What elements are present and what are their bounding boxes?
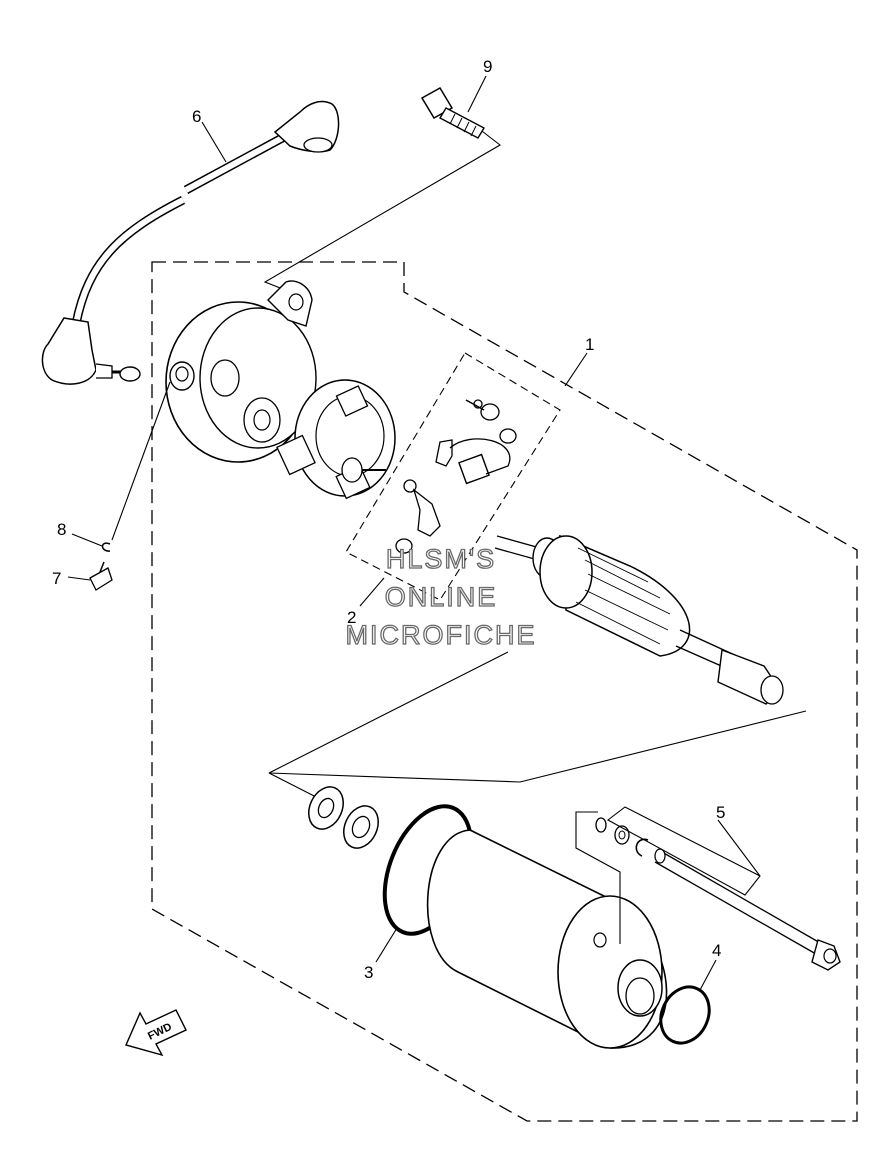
leader-armature [268, 651, 807, 783]
watermark-line-2: ONLINE [385, 582, 498, 612]
leader-2 [359, 577, 385, 607]
fwd-arrow: FWD [125, 1009, 187, 1057]
circlip-8 [101, 542, 111, 552]
callout-8: 8 [57, 520, 66, 539]
callout-2: 2 [347, 608, 356, 627]
callout-7: 7 [52, 569, 61, 588]
leader-8 [71, 533, 103, 547]
callout-4: 4 [712, 941, 721, 960]
callout-5: 5 [716, 803, 725, 822]
leader-8-housing [111, 381, 171, 541]
brush-holder [276, 379, 396, 500]
callout-1: 1 [585, 335, 594, 354]
starter-cable [41, 100, 340, 385]
armature [494, 534, 784, 705]
leader-line-9 [263, 127, 501, 296]
callout-6: 6 [192, 107, 201, 126]
screw-7 [89, 561, 113, 591]
watermark-line-3: MICROFICHE [346, 620, 537, 650]
leader-3 [375, 927, 398, 963]
long-bolt-5 [595, 817, 841, 971]
watermark-line-1: HLSM'S [386, 544, 496, 574]
yoke [426, 829, 668, 1049]
leader-5 [606, 806, 761, 896]
watermark: HLSM'S ONLINE MICROFICHE [345, 543, 537, 650]
brush-set [395, 399, 517, 554]
callout-9: 9 [483, 57, 492, 76]
washers [308, 786, 379, 849]
leader-6 [201, 121, 227, 163]
o-ring-4 [659, 985, 711, 1045]
front-cover [165, 280, 317, 463]
bolt-9 [420, 86, 485, 139]
leader-7 [67, 576, 91, 581]
leader-5b [575, 811, 621, 944]
assembly-boundary [151, 261, 858, 1122]
leader-4 [699, 959, 717, 991]
leader-1 [564, 352, 588, 387]
callout-3: 3 [364, 963, 373, 982]
leader-9 [467, 75, 487, 113]
